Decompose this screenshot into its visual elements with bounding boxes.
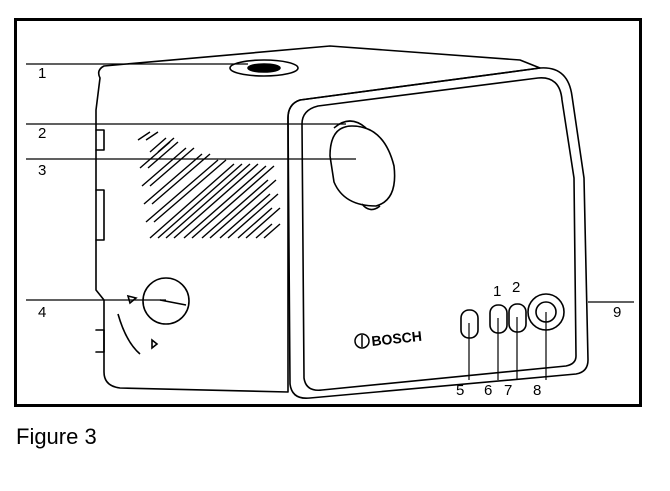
camera-front-panel-inner — [301, 77, 577, 392]
callout-9: 9 — [613, 304, 622, 321]
lens-cap-top — [333, 120, 367, 129]
led-label-2: 2 — [512, 279, 521, 296]
callout-8: 8 — [533, 382, 542, 399]
lens-cap-bottom — [361, 203, 381, 211]
dial-arc — [117, 313, 141, 355]
vent-grille — [137, 131, 281, 239]
bosch-logo: BOSCH — [354, 328, 423, 349]
dial-knob — [142, 277, 190, 325]
top-connector-center — [247, 63, 281, 73]
brand-text: BOSCH — [371, 328, 423, 349]
dial-indicator — [159, 299, 187, 306]
led-label-1: 1 — [493, 283, 502, 300]
callout-5: 5 — [456, 382, 465, 399]
side-bracket — [95, 129, 105, 353]
camera-front-panel — [287, 67, 589, 400]
dial-max-marker — [151, 338, 159, 350]
callout-6: 6 — [484, 382, 493, 399]
callout-3: 3 — [38, 162, 47, 179]
lens-cover — [329, 125, 396, 207]
callout-2: 2 — [38, 125, 47, 142]
figure-frame — [14, 18, 642, 407]
top-connector — [229, 59, 299, 77]
figure-caption: Figure 3 — [16, 424, 97, 449]
callout-7: 7 — [504, 382, 513, 399]
callout-1: 1 — [38, 65, 47, 82]
callout-4: 4 — [38, 304, 47, 321]
